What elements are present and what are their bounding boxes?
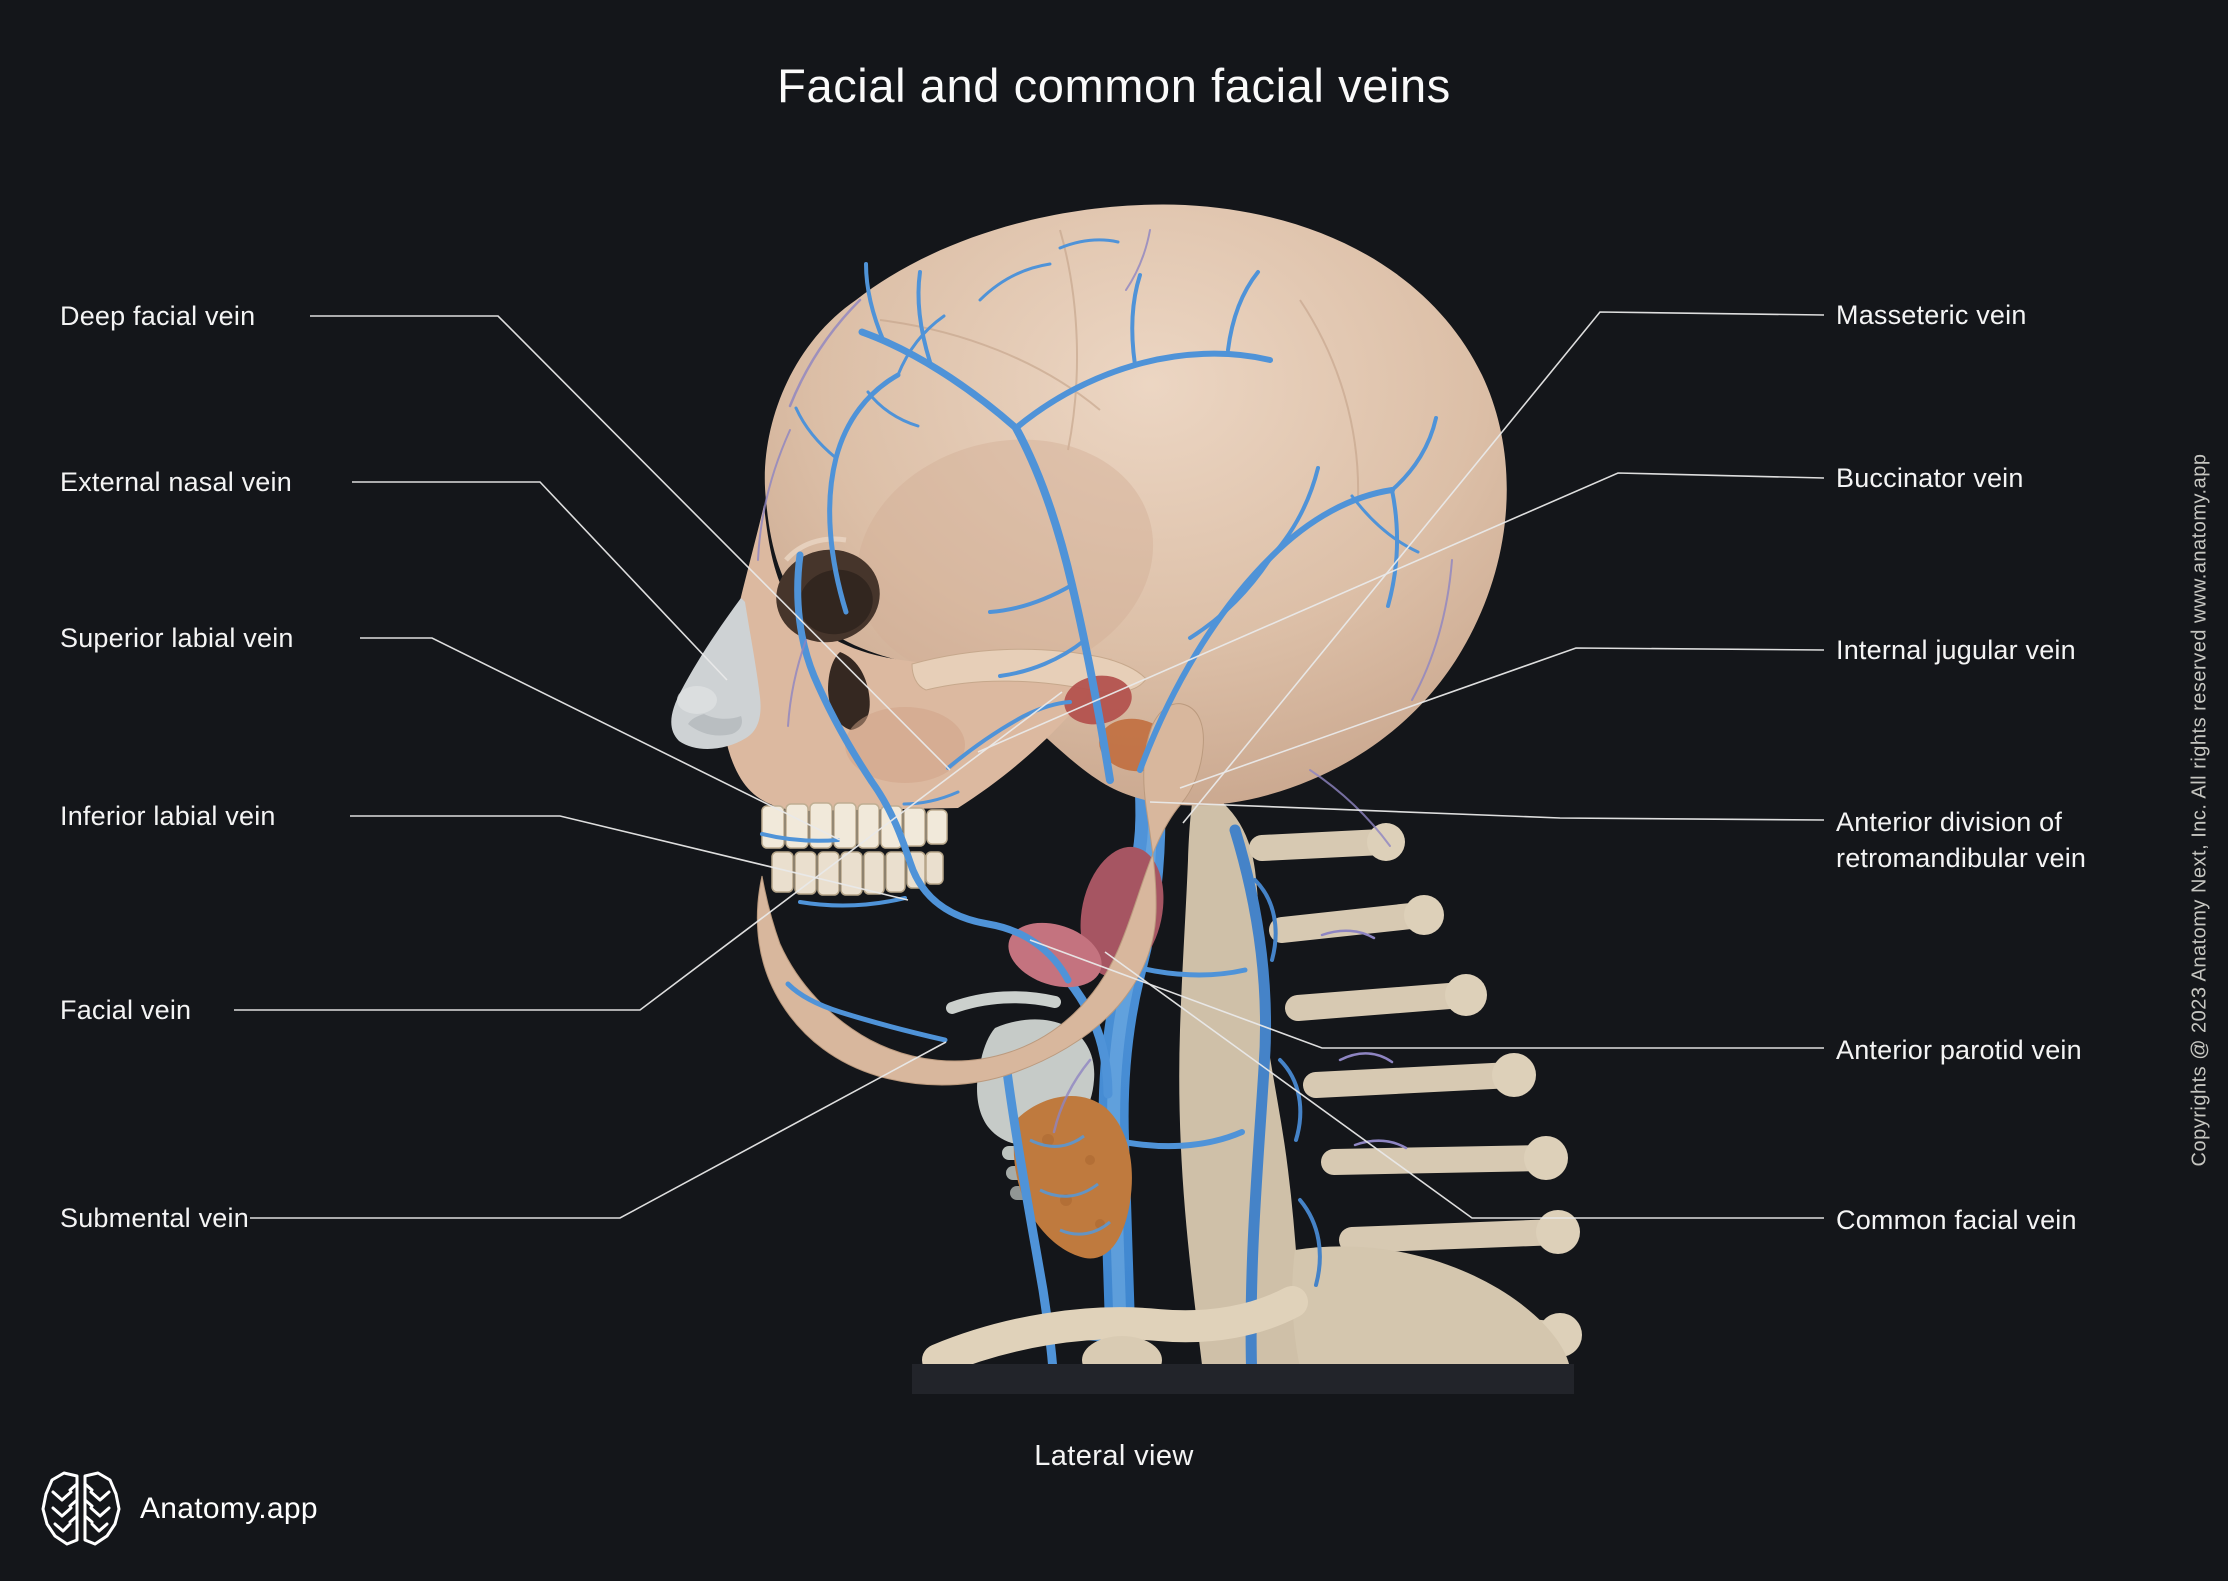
brand-name: Anatomy.app xyxy=(140,1492,318,1525)
brain-logo-icon xyxy=(41,1471,121,1546)
vein-label-external-nasal-vein: External nasal vein xyxy=(60,466,292,497)
facial-veins xyxy=(760,551,1072,1043)
leader-line-anterior-parotid-vein xyxy=(1029,939,1824,1049)
nose-cartilage xyxy=(671,598,761,749)
vein-label-superior-labial-vein: Superior labial vein xyxy=(60,622,294,653)
vein-label-masseteric-vein: Masseteric vein xyxy=(1836,299,2027,330)
vein-label-facial-vein: Facial vein xyxy=(60,994,192,1025)
leader-line-superior-labial-vein xyxy=(360,637,841,841)
cheek-shading xyxy=(845,707,965,783)
upper-teeth xyxy=(761,802,948,849)
vein-label-submental-vein: Submental vein xyxy=(60,1202,249,1233)
copyright-text: Copyrights @ 2023 Anatomy Next, Inc. All… xyxy=(2188,453,2211,1167)
base-cut-plane xyxy=(912,1364,1574,1394)
suture-lines xyxy=(879,229,1360,501)
leader-line-common-facial-vein xyxy=(1104,951,1824,1219)
cervical-spine xyxy=(1179,785,1582,1390)
leader-lines xyxy=(234,311,1825,1219)
vein-label-anterior-division-of-retromandibular-vein: Anterior division of retromandibular vei… xyxy=(1836,806,2087,873)
cranial-veins xyxy=(794,238,1438,784)
nasal-aperture xyxy=(828,652,870,730)
vein-label-common-facial-vein: Common facial vein xyxy=(1836,1204,2077,1235)
vein-label-anterior-parotid-vein: Anterior parotid vein xyxy=(1836,1034,2082,1065)
leader-line-deep-facial-vein xyxy=(310,315,951,771)
page-title: Facial and common facial veins xyxy=(777,59,1451,112)
vein-label-internal-jugular-vein: Internal jugular vein xyxy=(1836,634,2076,665)
vein-label-buccinator-vein: Buccinator vein xyxy=(1836,462,2024,493)
vein-label-deep-facial-vein: Deep facial vein xyxy=(60,300,256,331)
leader-line-internal-jugular-vein xyxy=(1179,647,1825,789)
mandible xyxy=(756,703,1204,1086)
brand[interactable]: Anatomy.app xyxy=(40,1470,318,1548)
leader-line-buccinator-vein xyxy=(977,472,1825,753)
leader-line-submental-vein xyxy=(250,1041,947,1219)
leader-line-inferior-labial-vein xyxy=(350,815,909,901)
accessory-vessels xyxy=(757,229,1453,1134)
posterior-neck-veins xyxy=(1229,824,1408,1391)
view-label: Lateral view xyxy=(1034,1440,1194,1472)
eye-orbit xyxy=(776,536,880,643)
base-mask xyxy=(860,1394,1620,1514)
leader-line-masseteric-vein xyxy=(1182,311,1825,824)
leader-line-external-nasal-vein xyxy=(352,481,728,681)
maxilla-face xyxy=(722,505,1112,811)
leader-line-facial-vein xyxy=(234,691,1063,1011)
scapula-bone xyxy=(1292,1246,1570,1368)
leader-line-anterior-division-of-retromandibular-vein xyxy=(1149,801,1825,821)
thyroid-gland xyxy=(1013,1095,1132,1259)
vein-label-inferior-labial-vein: Inferior labial vein xyxy=(60,800,276,831)
